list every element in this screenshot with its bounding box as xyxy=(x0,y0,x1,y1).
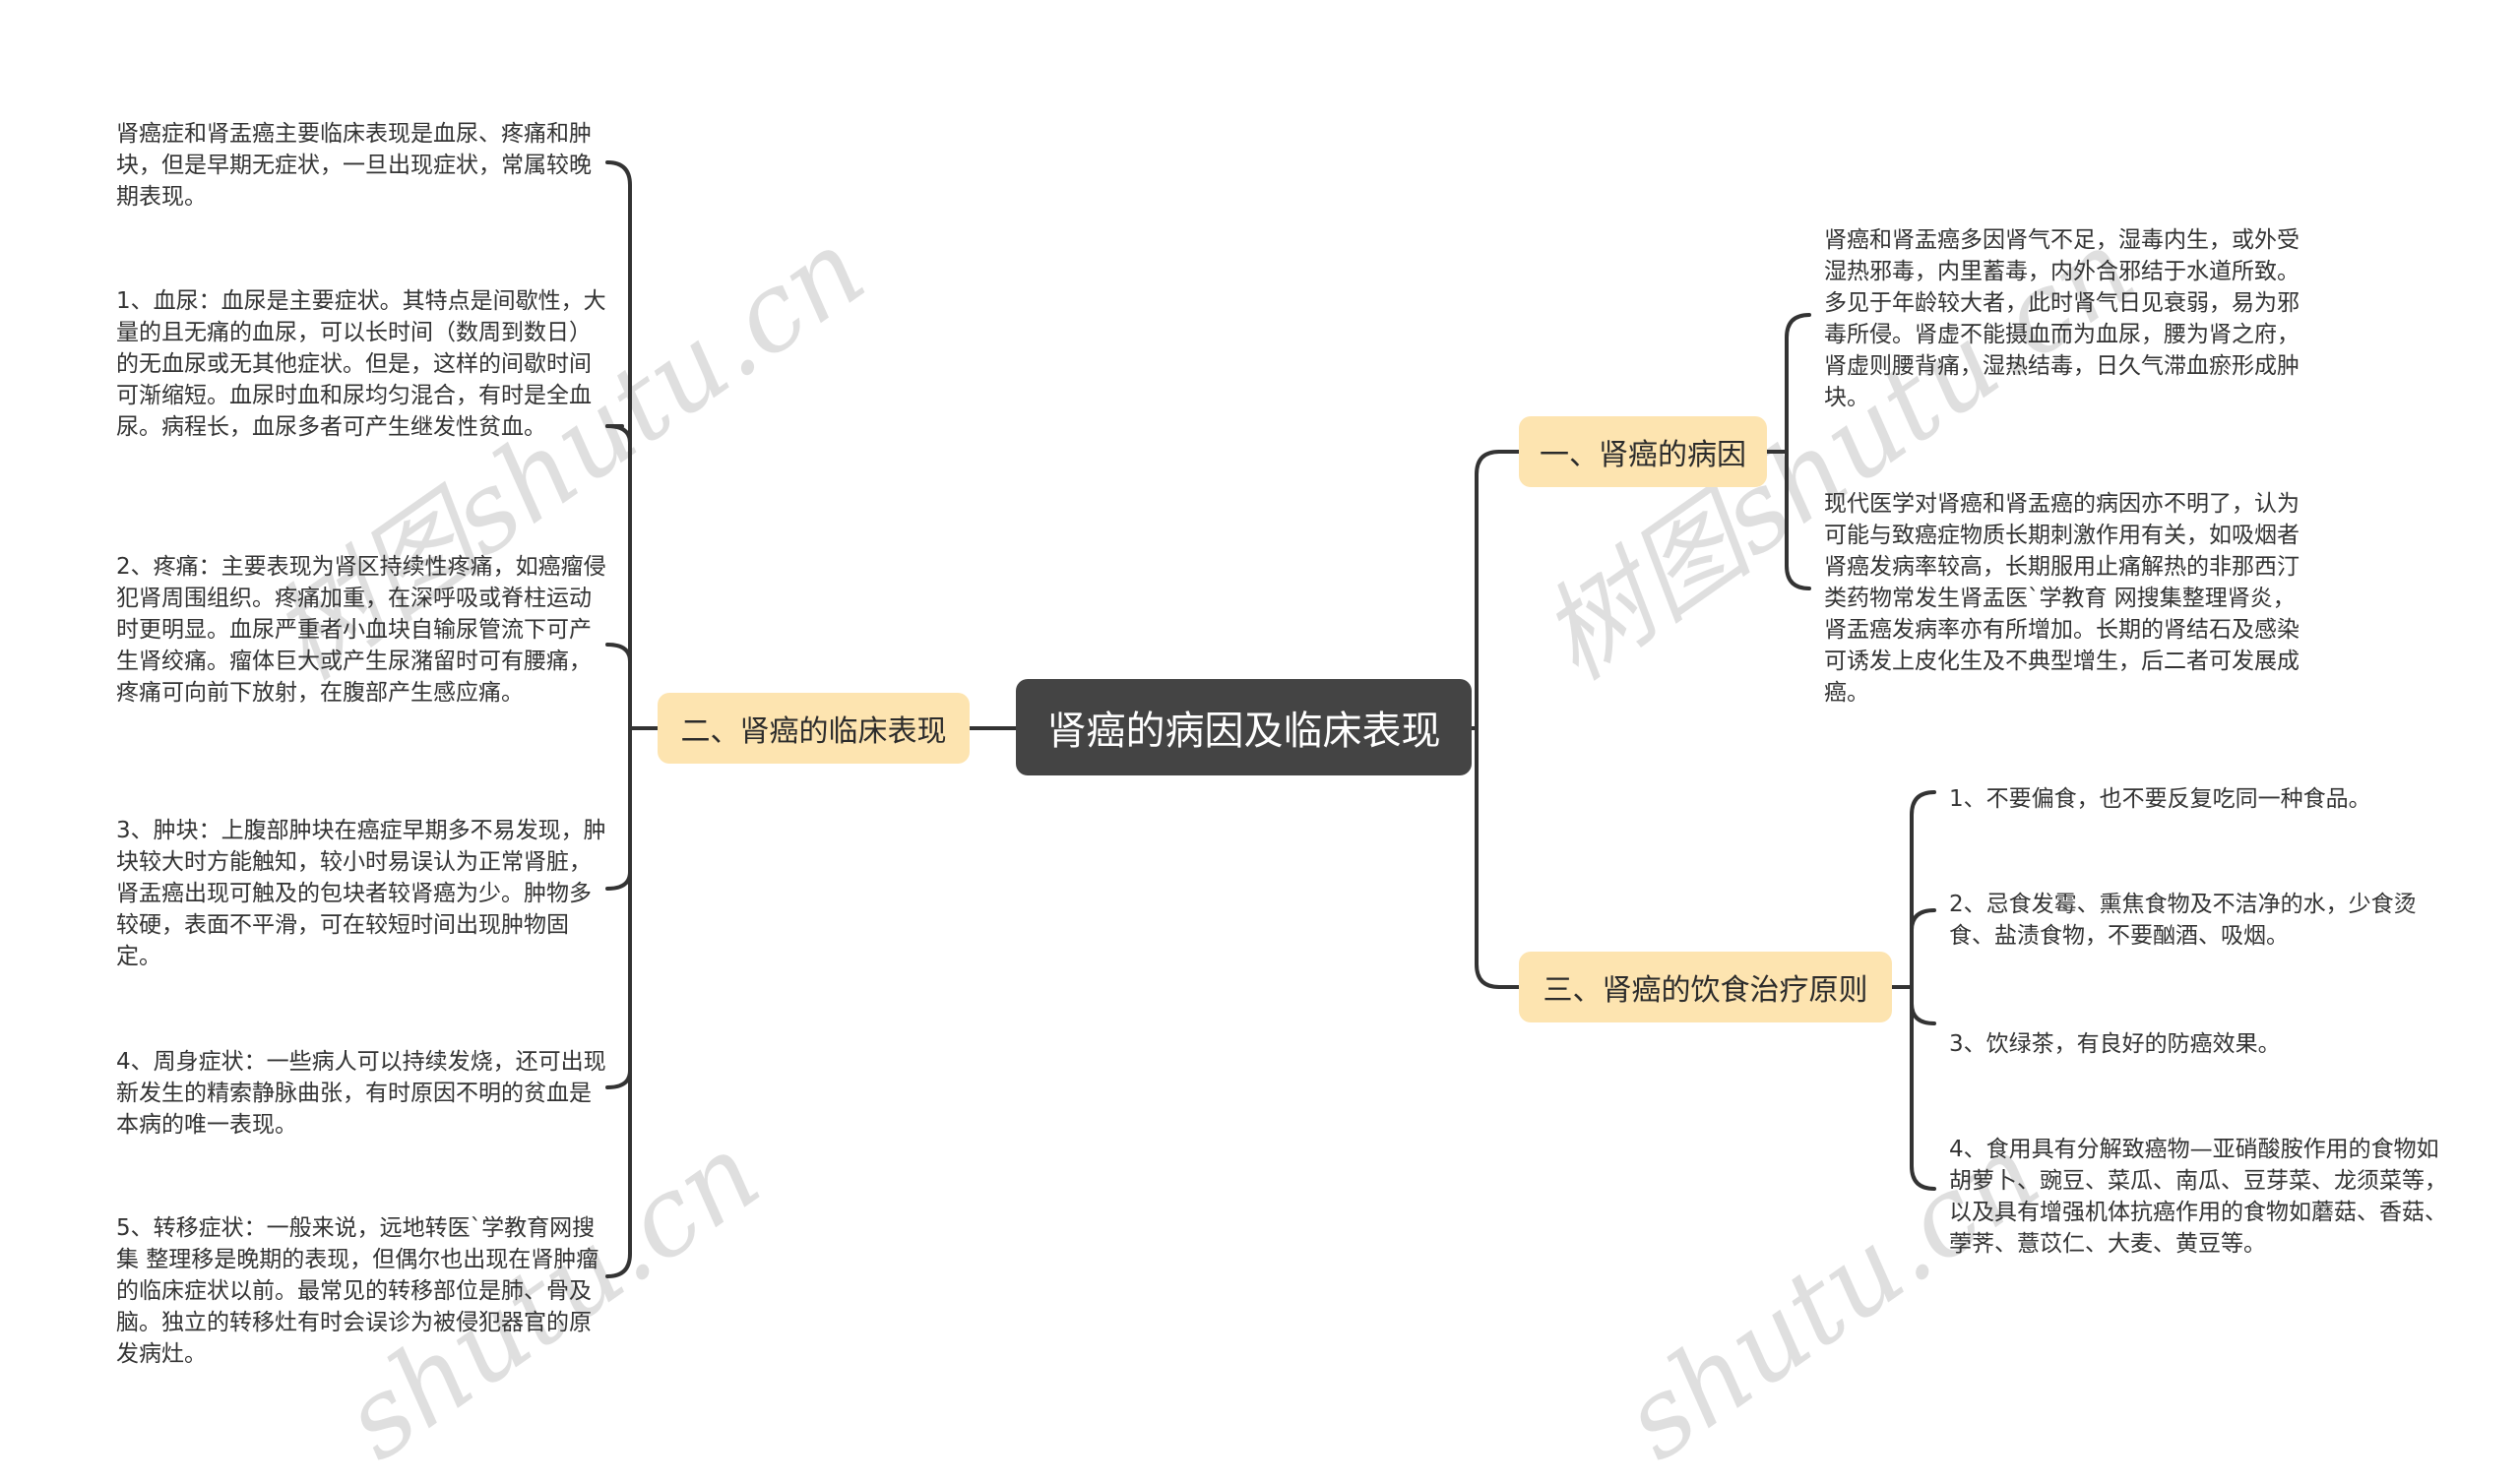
branch-node-clinical[interactable]: 二、肾癌的临床表现 xyxy=(658,693,970,764)
clinical-mass-text: 3、肿块：上腹部肿块在癌症早期多不易发现，肿块较大时方能触知，较小时易误认为正常… xyxy=(116,818,606,969)
diet-item-2-text: 2、忌食发霉、熏焦食物及不洁净的水，少食烫食、盐渍食物，不要酗酒、吸烟。 xyxy=(1949,892,2417,949)
clinical-summary-text: 肾癌症和肾盂癌主要临床表现是血尿、疼痛和肿块，但是早期无症状，一旦出现症状，常属… xyxy=(116,121,592,210)
clinical-systemic-text: 4、周身症状：一些病人可以持续发烧，还可出现新发生的精索静脉曲张，有时原因不明的… xyxy=(116,1049,606,1138)
root-node-label: 肾癌的病因及临床表现 xyxy=(1046,709,1441,754)
branch-node-diet-label: 三、肾癌的饮食治疗原则 xyxy=(1543,973,1868,1008)
root-node[interactable]: 肾癌的病因及临床表现 xyxy=(1016,679,1472,775)
clinical-hematuria-text: 1、血尿：血尿是主要症状。其特点是间歇性，大量的且无痛的血尿，可以长时间（数周到… xyxy=(116,288,606,440)
branch-node-diet[interactable]: 三、肾癌的饮食治疗原则 xyxy=(1519,952,1892,1022)
cause-tcm-text: 肾癌和肾盂癌多因肾气不足，湿毒内生，或外受湿热邪毒，内里蓄毒，内外合邪结于水道所… xyxy=(1824,227,2300,410)
diet-item-1-text: 1、不要偏食，也不要反复吃同一种食品。 xyxy=(1949,786,2371,812)
clinical-metastasis-text: 5、转移症状：一般来说，远地转医`学教育网搜集 整理移是晚期的表现，但偶尔也出现… xyxy=(116,1215,599,1367)
branch-node-cause[interactable]: 一、肾癌的病因 xyxy=(1519,416,1767,487)
diet-item-3-text: 3、饮绿茶，有良好的防癌效果。 xyxy=(1949,1031,2281,1057)
diet-item-4-text: 4、食用具有分解致癌物—亚硝酸胺作用的食物如胡萝卜、豌豆、菜瓜、南瓜、豆芽菜、龙… xyxy=(1949,1137,2447,1257)
clinical-pain-text: 2、疼痛：主要表现为肾区持续性疼痛，如癌瘤侵犯肾周围组织。疼痛加重，在深呼吸或脊… xyxy=(116,554,606,706)
branch-node-clinical-label: 二、肾癌的临床表现 xyxy=(680,714,947,749)
branch-node-cause-label: 一、肾癌的病因 xyxy=(1540,438,1746,472)
cause-modern-text: 现代医学对肾癌和肾盂癌的病因亦不明了，认为可能与致癌症物质长期刺激作用有关，如吸… xyxy=(1824,491,2300,706)
